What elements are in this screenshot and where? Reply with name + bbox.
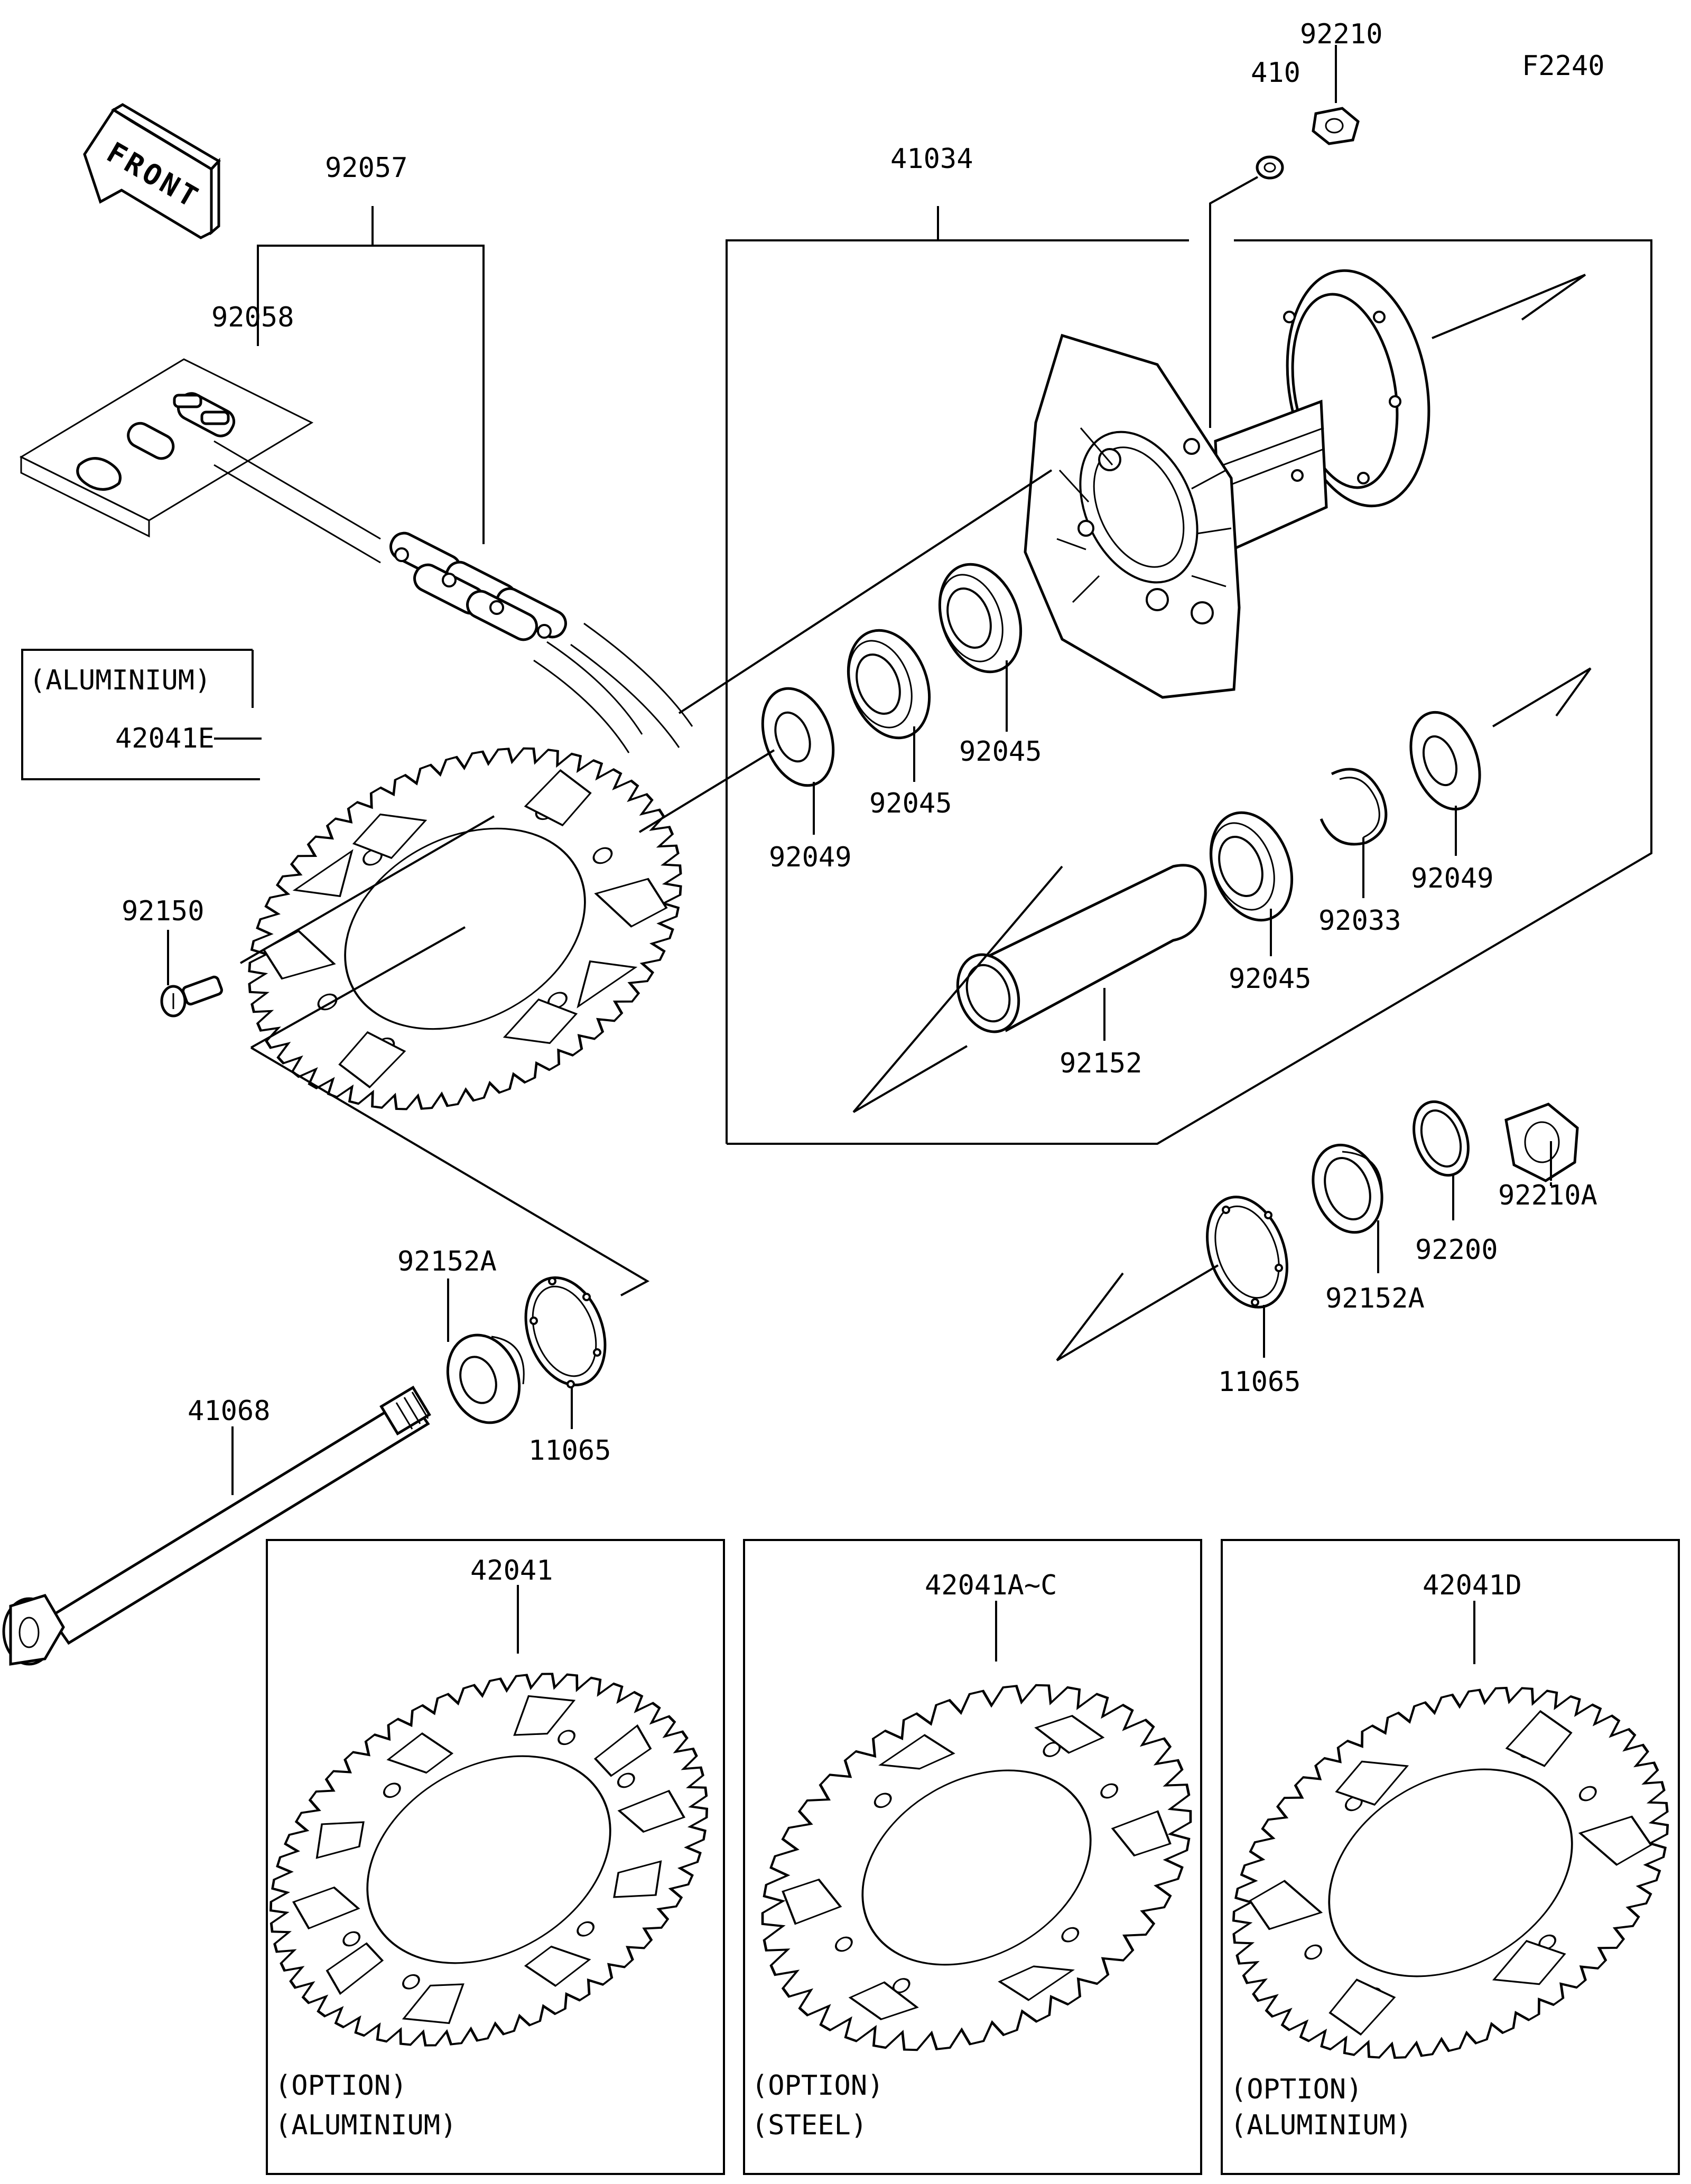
label-oil-seal-right: 92049 bbox=[1411, 863, 1494, 894]
label-chain-guard-left: 11065 bbox=[528, 1435, 611, 1467]
chain-group: 92057 92058 bbox=[19, 152, 693, 753]
hub-nut-icon bbox=[1312, 107, 1360, 145]
label-circlip: 92033 bbox=[1318, 905, 1401, 937]
figure-code: F2240 bbox=[1522, 50, 1605, 82]
label-hub-nut: 92210 bbox=[1300, 18, 1383, 50]
label-sprocket-bolt: 92150 bbox=[122, 895, 205, 927]
sprocket-bolt-icon bbox=[160, 975, 223, 1018]
hub-icon bbox=[1024, 269, 1430, 699]
chain-segment-icon bbox=[389, 531, 567, 641]
label-spacer-right: 92152A bbox=[1325, 1283, 1425, 1314]
label-chain: 92057 bbox=[325, 152, 408, 184]
oil-seal-left-icon bbox=[761, 687, 835, 787]
spacer-right-icon bbox=[1312, 1143, 1383, 1234]
option-3-line1: (OPTION) bbox=[1230, 2074, 1362, 2105]
option-2-line2: (STEEL) bbox=[751, 2110, 867, 2141]
sprocket-main bbox=[248, 747, 682, 1110]
label-bearing-a: 92045 bbox=[869, 788, 952, 819]
spacer-inner-icon bbox=[956, 864, 1207, 1033]
bearing-b-icon bbox=[938, 563, 1023, 674]
pin-link-icon bbox=[173, 392, 236, 437]
aluminium-note-box: (ALUMINIUM) 42041E bbox=[21, 649, 262, 780]
label-washer: 92200 bbox=[1415, 1234, 1498, 1266]
option-box-1: 42041 (OPTION) (ALUMINIUM) bbox=[266, 1539, 725, 2175]
label-hub-assy: 41034 bbox=[890, 143, 973, 175]
circlip-icon bbox=[1320, 768, 1388, 846]
label-spacer-inner: 92152 bbox=[1060, 1048, 1142, 1079]
label-chain-guard-right: 11065 bbox=[1218, 1366, 1301, 1398]
label-axle: 41068 bbox=[188, 1395, 271, 1427]
label-bearing-c: 92045 bbox=[1229, 963, 1312, 995]
option-2-line1: (OPTION) bbox=[751, 2070, 884, 2102]
chain-guard-right-icon bbox=[1206, 1196, 1288, 1309]
label-sprocket-aluminium: 42041E bbox=[115, 723, 215, 754]
bearing-a-icon bbox=[847, 629, 931, 740]
spacer-left-icon bbox=[446, 1333, 525, 1424]
option-box-2: 42041A~C (OPTION) (STEEL) bbox=[743, 1539, 1202, 2175]
front-arrow-icon: FRONT bbox=[83, 103, 221, 239]
option-3-part: 42041D bbox=[1423, 1570, 1522, 1601]
chain-guard-left-icon bbox=[524, 1276, 607, 1388]
label-hub-stud: 410 bbox=[1251, 57, 1300, 89]
option-1-line2: (ALUMINIUM) bbox=[275, 2110, 457, 2141]
bearing-c-icon bbox=[1209, 811, 1294, 922]
side-plate-icon bbox=[127, 422, 175, 460]
hub-stud-icon bbox=[1256, 155, 1284, 180]
washer-icon bbox=[1413, 1100, 1470, 1177]
label-oil-seal-left: 92049 bbox=[769, 842, 852, 873]
oil-seal-right-icon bbox=[1409, 711, 1481, 811]
option-1-part: 42041 bbox=[470, 1555, 553, 1586]
option-1-line1: (OPTION) bbox=[275, 2070, 407, 2102]
label-aluminium-note: (ALUMINIUM) bbox=[29, 665, 211, 696]
axle-icon bbox=[2, 1385, 431, 1666]
label-spacer-left: 92152A bbox=[397, 1246, 497, 1277]
clip-icon bbox=[76, 457, 122, 491]
axle-nut-icon bbox=[1504, 1103, 1579, 1182]
option-2-part: 42041A~C bbox=[925, 1570, 1057, 1601]
label-bearing-b: 92045 bbox=[959, 736, 1042, 768]
option-3-line2: (ALUMINIUM) bbox=[1230, 2110, 1412, 2141]
option-box-3: 42041D (OPTION) (ALUMINIUM) bbox=[1221, 1539, 1680, 2175]
label-master-link: 92058 bbox=[211, 302, 294, 333]
label-axle-nut: 92210A bbox=[1498, 1180, 1597, 1211]
